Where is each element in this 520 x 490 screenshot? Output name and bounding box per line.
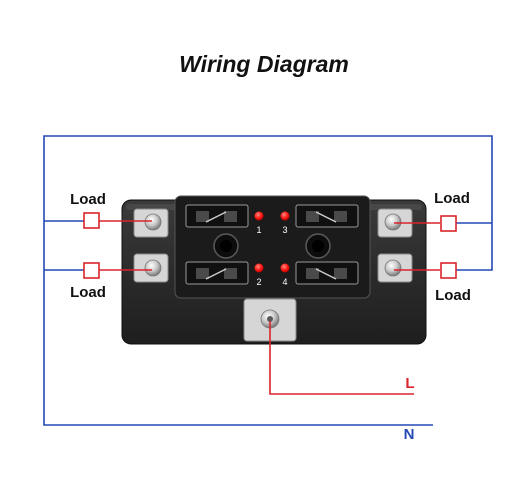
bus-terminal bbox=[243, 298, 297, 342]
indicator-led-3 bbox=[280, 211, 290, 221]
neutral-wire-left bbox=[43, 135, 493, 426]
fuse-number-4: 4 bbox=[282, 277, 287, 287]
load-label-bottom-left: Load bbox=[70, 284, 106, 301]
fuse-holder-divider bbox=[269, 198, 279, 296]
load-label-top-right: Load bbox=[434, 190, 470, 207]
line-label: L bbox=[405, 375, 414, 392]
load-wiring bbox=[99, 220, 440, 395]
fuse-number-2: 2 bbox=[256, 277, 261, 287]
terminal-bottom-left bbox=[133, 253, 169, 283]
fuse-number-3: 3 bbox=[282, 225, 287, 235]
load-box-top-left bbox=[83, 212, 100, 229]
indicator-led-4 bbox=[280, 263, 290, 273]
terminal-bottom-right bbox=[377, 253, 413, 283]
diagram-title: Wiring Diagram bbox=[179, 51, 349, 77]
fuse-number-1: 1 bbox=[256, 225, 261, 235]
load-label-bottom-right: Load bbox=[435, 287, 471, 304]
fuse-slot-3 bbox=[295, 204, 359, 228]
load-box-top-right bbox=[440, 215, 457, 232]
neutral-label: N bbox=[404, 426, 415, 443]
neutral-wiring bbox=[43, 135, 493, 426]
mounting-hole-right bbox=[305, 233, 331, 259]
neutral-wire-to-load-bottom-right bbox=[456, 223, 493, 271]
fuse-slot-1 bbox=[185, 204, 249, 228]
load-label-top-left: Load bbox=[70, 191, 106, 208]
load-box-bottom-left bbox=[83, 262, 100, 279]
indicator-led-2 bbox=[254, 263, 264, 273]
load-box-bottom-right bbox=[440, 262, 457, 279]
fuse-slot-4 bbox=[295, 261, 359, 285]
mounting-hole-left bbox=[213, 233, 239, 259]
terminal-top-left bbox=[133, 208, 169, 238]
indicator-led-1 bbox=[254, 211, 264, 221]
fuse-slot-2 bbox=[185, 261, 249, 285]
fuse-block: 1 3 2 4 bbox=[121, 195, 427, 345]
live-wire bbox=[269, 321, 414, 395]
